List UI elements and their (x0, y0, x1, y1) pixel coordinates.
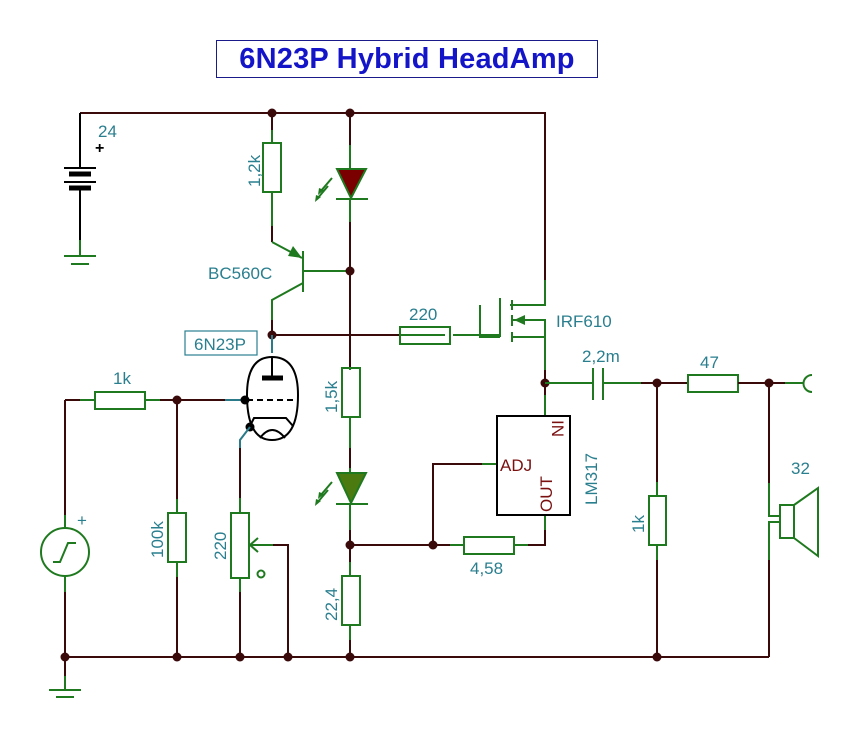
junction-dot (345, 652, 355, 662)
top-rail-wire (80, 112, 546, 280)
resistor-100k (167, 512, 187, 563)
lm317-pin-adj: ADJ (500, 456, 532, 475)
resistor-47-label: 47 (700, 353, 719, 372)
potentiometer-220 (230, 512, 250, 579)
resistor-1k-load (648, 495, 667, 546)
wire (528, 530, 546, 546)
vacuum-tube-triode-symbol (239, 335, 300, 448)
led-green-symbol (315, 468, 368, 530)
lm317-regulator (496, 415, 571, 516)
battery-symbol: + (64, 113, 104, 265)
led-red-symbol (315, 168, 368, 202)
lm317-pin-in: IN (548, 420, 567, 437)
resistor-1k-input (94, 391, 146, 410)
capacitor-2-2m (592, 368, 604, 400)
lm317-label: LM317 (582, 453, 601, 505)
wiper-arrow-icon (248, 537, 259, 553)
resistor-1-2k (262, 142, 282, 193)
resistor-1-2k-label: 1,2k (245, 154, 264, 187)
mosfet-label: IRF610 (556, 312, 612, 331)
resistor-220-gate-label: 220 (409, 305, 437, 324)
resistor-1-5k-label: 1,5k (322, 380, 341, 413)
wire (273, 544, 289, 657)
lm317-pin-out: OUT (537, 476, 556, 512)
headphone-jack-icon (802, 374, 813, 393)
mosfet-symbol (453, 298, 546, 345)
plate-wire (271, 320, 400, 336)
resistor-220-gate (399, 326, 451, 345)
transistor-label: BC560C (208, 264, 272, 283)
resistor-1k-load-label: 1k (629, 515, 648, 533)
signal-source-icon (40, 515, 90, 657)
resistor-22-4-label: 22,4 (322, 588, 341, 621)
schematic-title: 6N23P Hybrid HeadAmp (239, 42, 575, 75)
adj-wire (432, 463, 482, 545)
resistor-1k-input-label: 1k (113, 369, 131, 388)
battery-plus-sign: + (95, 140, 104, 157)
source-plus-sign: + (77, 511, 87, 530)
resistor-22-4 (341, 575, 361, 626)
tube-label-box (184, 330, 258, 356)
potentiometer-label: 220 (211, 532, 230, 560)
battery-voltage-label: 24 (98, 122, 117, 141)
speaker-icon (768, 483, 819, 560)
junction-dot (652, 652, 662, 662)
resistor-47 (687, 374, 739, 393)
tube-label: 6N23P (194, 335, 246, 354)
capacitor-label: 2,2m (582, 347, 620, 366)
speaker-label: 32 (791, 459, 810, 478)
mosfet-drain-wire (510, 280, 546, 306)
pot-marker-icon (256, 569, 266, 579)
pnp-transistor-symbol (271, 241, 350, 320)
resistor-4-58-label: 4,58 (470, 559, 503, 578)
resistor-100k-label: 100k (148, 521, 167, 558)
title-box: 6N23P Hybrid HeadAmp (216, 40, 598, 78)
resistor-1-5k (341, 367, 361, 418)
ground-icon (49, 676, 81, 698)
resistor-4-58 (463, 536, 515, 555)
